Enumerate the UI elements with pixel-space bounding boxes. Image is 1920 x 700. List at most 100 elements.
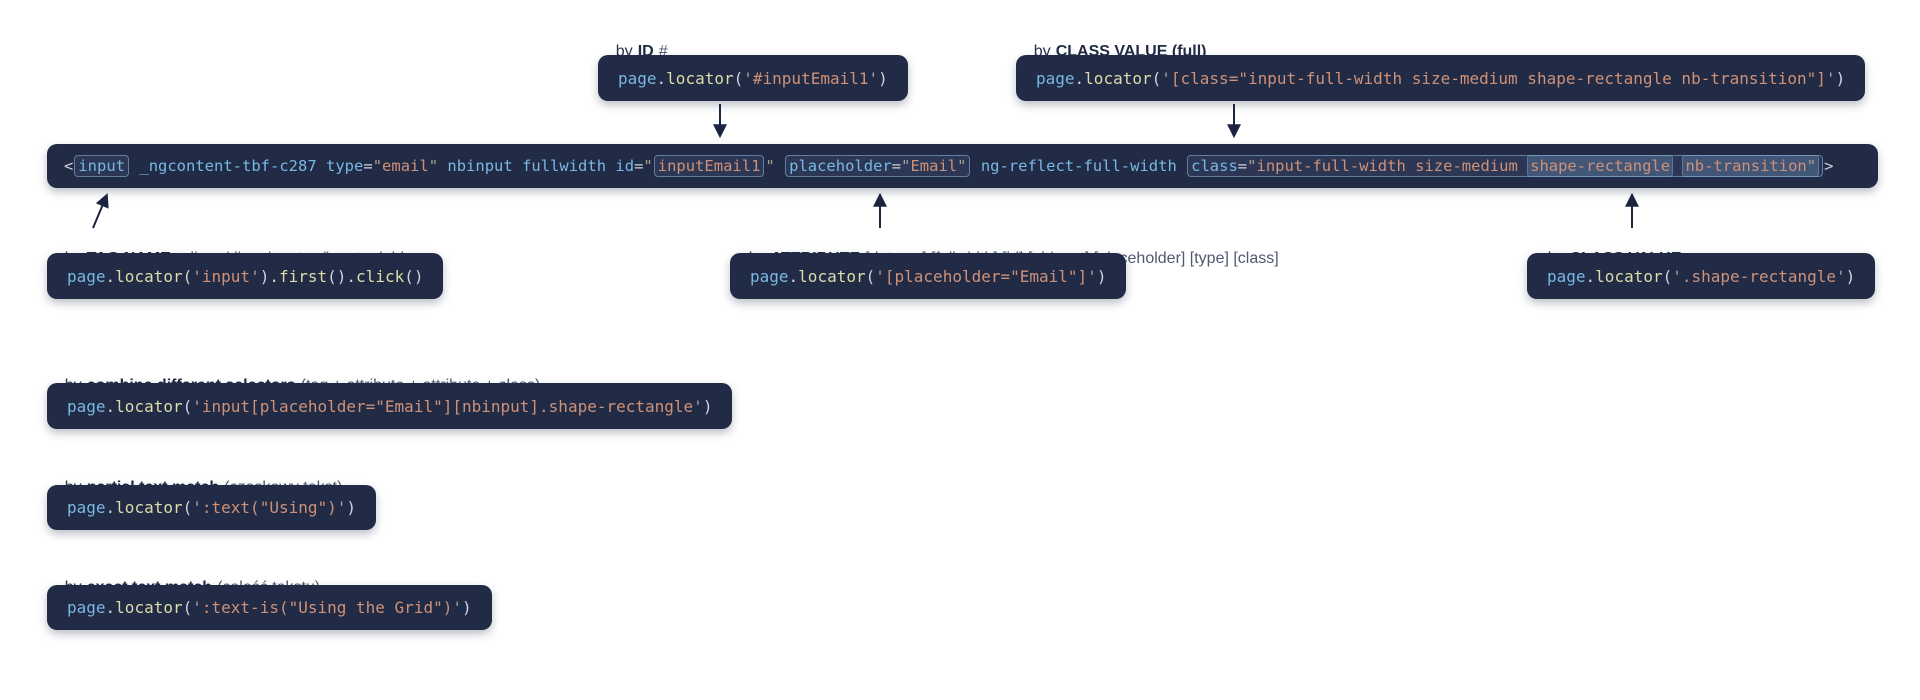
code-token: ' — [192, 598, 202, 617]
code-token: _ngcontent-tbf-c287 — [139, 157, 317, 175]
code-token: nb-transition — [1685, 157, 1807, 175]
code-token: locator — [798, 266, 866, 286]
code-token: ' — [192, 498, 202, 517]
code-token: ' — [1161, 68, 1171, 88]
code-token: [placeholder="Email"] — [884, 266, 1088, 286]
code-token — [971, 157, 980, 175]
code-token: = — [363, 157, 373, 175]
code-token: click — [356, 266, 405, 286]
code-snippet-by-tag-name: page.locator('input').first().click() — [47, 253, 444, 299]
code-token: = — [1237, 157, 1248, 175]
element-html-line: <input _ngcontent-tbf-c287 type="email" … — [47, 144, 1878, 188]
code-token: ' — [336, 498, 347, 517]
code-token: . — [1074, 68, 1085, 88]
code-token: ' — [192, 396, 202, 416]
code-token: page — [67, 266, 106, 286]
code-token: " — [901, 157, 911, 175]
code-token: ) — [461, 598, 472, 617]
code-token: ( — [865, 266, 876, 286]
code-token: page — [67, 598, 106, 617]
code-token: ( — [182, 266, 193, 286]
code-token: ( — [733, 68, 744, 88]
code-token: . — [105, 598, 116, 617]
code-token — [130, 157, 139, 175]
code-token: " — [1247, 157, 1257, 175]
code-token: " — [1806, 157, 1817, 175]
code-token: ) — [878, 68, 888, 88]
code-token: < — [64, 157, 74, 175]
code-token: ' — [192, 266, 202, 286]
code-token: locator — [115, 598, 183, 617]
code-token: . — [656, 68, 667, 88]
code-token: input-full-width size-medium — [1256, 157, 1528, 175]
code-token: ( — [182, 498, 193, 517]
code-token — [317, 157, 326, 175]
code-token: ). — [259, 266, 279, 286]
code-token: inputEmail1 — [657, 157, 761, 175]
code-token: () — [404, 266, 424, 286]
code-highlight: shape-rectangle — [1527, 155, 1674, 177]
code-token: nbinput — [447, 157, 513, 175]
code-token — [438, 157, 447, 175]
code-snippet-by-attribute: page.locator('[placeholder="Email"]') — [730, 253, 1127, 299]
code-token: page — [67, 498, 106, 517]
code-token: shape-rectangle — [1530, 157, 1671, 175]
code-token: ( — [182, 598, 193, 617]
code-token: ng-reflect-full-width — [980, 157, 1177, 175]
code-token: ) — [1845, 266, 1856, 286]
code-token: ( — [1662, 266, 1673, 286]
code-snippet-by-id: page.locator('#inputEmail1') — [598, 55, 908, 101]
code-token: ' — [1836, 266, 1846, 286]
code-token: [class="input-full-width size-medium sha… — [1170, 68, 1826, 88]
code-token: locator — [115, 498, 183, 517]
code-token: first — [278, 266, 328, 286]
code-token: page — [67, 396, 106, 416]
code-token: page — [1036, 68, 1075, 88]
code-token: :text("Using") — [201, 498, 337, 517]
code-token: > — [1824, 157, 1834, 175]
code-token: locator — [115, 396, 183, 416]
code-token: .shape-rectangle — [1681, 266, 1837, 286]
code-snippet-partial-text-match: page.locator(':text("Using")') — [47, 485, 377, 530]
code-token: locator — [1595, 266, 1663, 286]
code-token: . — [105, 498, 116, 517]
code-token: ( — [1151, 68, 1162, 88]
code-token: locator — [666, 68, 734, 88]
code-token: input — [201, 266, 251, 286]
code-token: " — [372, 157, 383, 175]
code-token: ' — [693, 396, 703, 416]
code-token: ' — [452, 598, 462, 617]
code-token: page — [750, 266, 789, 286]
code-token — [775, 157, 784, 175]
code-token: fullwidth — [522, 157, 607, 175]
code-token: input — [78, 157, 126, 175]
code-token — [606, 157, 615, 175]
code-snippet-by-class-value-dot: page.locator('.shape-rectangle') — [1527, 253, 1876, 299]
code-token: ) — [1096, 266, 1107, 286]
code-token: . — [105, 266, 116, 286]
code-token: id — [615, 157, 635, 175]
code-token: " — [643, 157, 653, 175]
code-snippet-exact-text-match: page.locator(':text-is("Using the Grid")… — [47, 585, 492, 630]
code-token: " — [957, 157, 967, 175]
code-token: locator — [1084, 68, 1152, 88]
code-highlight: class="input-full-width size-medium shap… — [1187, 155, 1824, 177]
code-token — [513, 157, 522, 175]
code-token: ' — [250, 266, 260, 286]
code-token: ' — [1825, 68, 1836, 88]
code-token: (). — [327, 266, 357, 286]
code-token: ( — [182, 396, 193, 416]
code-token: ' — [868, 68, 879, 88]
code-token: ' — [1672, 266, 1682, 286]
code-token: email — [382, 157, 429, 175]
label-note: # — [658, 43, 668, 60]
code-token: :text-is("Using the Grid") — [201, 598, 453, 617]
code-token: . — [105, 396, 116, 416]
code-token: = — [634, 157, 644, 175]
code-highlight: inputEmail1 — [653, 155, 765, 177]
code-token — [1177, 157, 1186, 175]
code-token: ) — [346, 498, 357, 517]
code-token: ' — [743, 68, 753, 88]
code-token: " — [428, 157, 439, 175]
